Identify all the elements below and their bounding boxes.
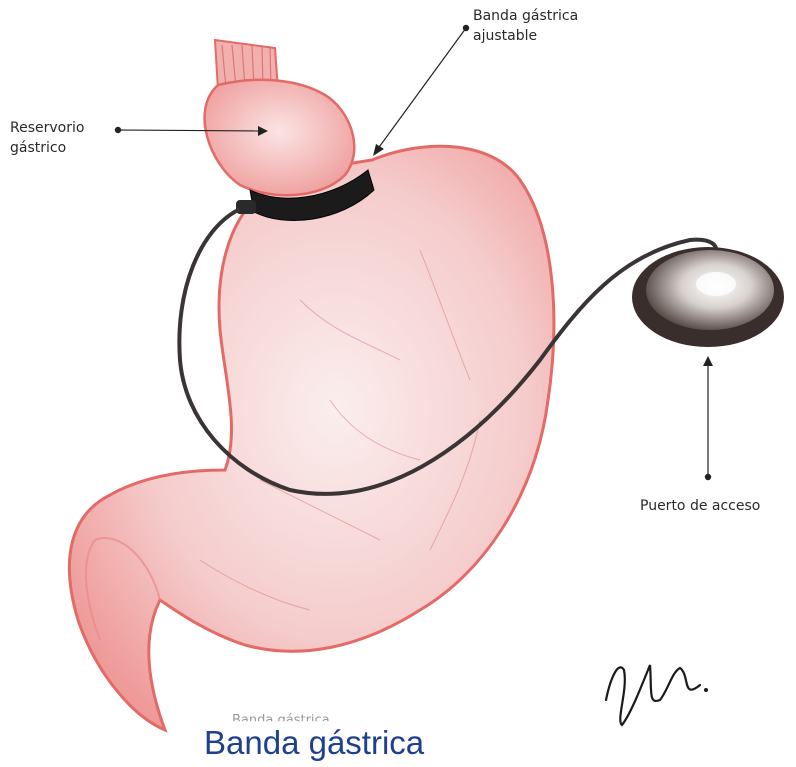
access-port xyxy=(632,247,784,347)
band-label-line2: ajustable xyxy=(473,26,578,46)
signature xyxy=(606,665,700,725)
port-label: Puerto de acceso xyxy=(640,496,760,516)
figure-caption: Banda gástrica xyxy=(204,723,424,763)
stomach xyxy=(69,146,553,730)
gastric-pouch xyxy=(205,80,355,195)
reservoir-label-line1: Reservorio xyxy=(10,118,84,138)
band-pointer xyxy=(373,25,469,156)
port-pointer xyxy=(703,356,713,480)
band-label-line1: Banda gástrica xyxy=(473,6,578,26)
signature-dot xyxy=(704,688,708,692)
reservoir-label: Reservorio gástrico xyxy=(10,118,84,158)
band-buckle xyxy=(236,200,256,214)
band-label: Banda gástrica ajustable xyxy=(473,6,578,46)
reservoir-label-line2: gástrico xyxy=(10,138,84,158)
